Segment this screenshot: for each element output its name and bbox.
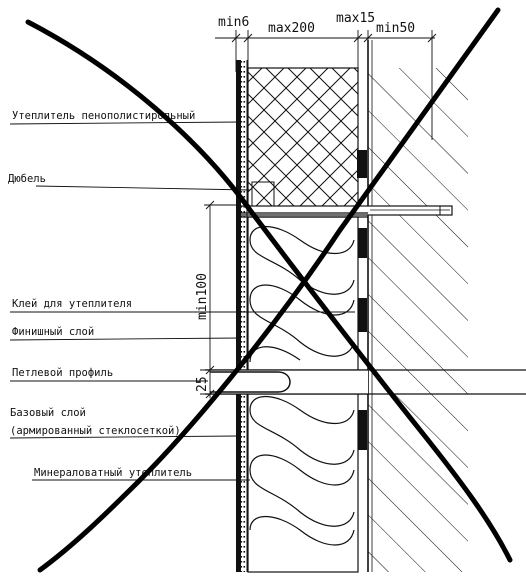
label-base-coat-note: (армированный стеклосеткой) [10,425,181,437]
eps-insulation [247,67,359,209]
dim-max15: max15 [336,11,375,26]
label-loop-profile: Петлевой профиль [12,367,113,379]
label-dowel: Дюбель [8,173,46,185]
dim-min100: min100 [195,273,210,320]
anchor-dowel [237,181,453,216]
render-layers [236,60,248,572]
label-base-coat: Базовый слой [10,407,86,419]
dim-min6: min6 [218,15,249,30]
wall-base [367,40,468,572]
cross-out-mark [25,7,513,573]
dim-25: 25 [195,376,210,392]
label-mineral-wool: Минераловатный утеплитель [34,467,192,479]
dim-min50: min50 [376,21,415,36]
label-finishing-coat: Финишный слой [12,326,94,338]
label-adhesive: Клей для утеплителя [12,298,132,310]
dim-max200: max200 [268,21,315,36]
top-dimension-lines [215,30,437,140]
label-eps-insulation: Утеплитель пенополистирольный [12,110,195,122]
leader-lines [9,121,355,481]
adhesive-blocks [357,150,367,450]
